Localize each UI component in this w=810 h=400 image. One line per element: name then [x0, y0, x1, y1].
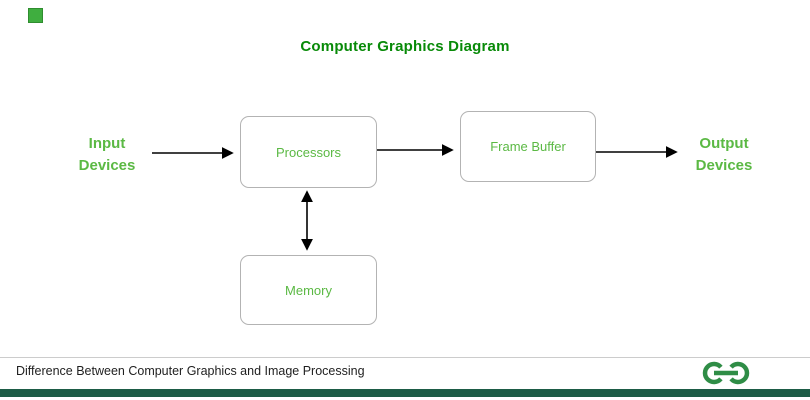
geeksforgeeks-logo-icon: [702, 361, 750, 385]
node-processors-box: Processors: [240, 116, 377, 188]
footer-green-bar: [0, 389, 810, 397]
node-frame-buffer-label: Frame Buffer: [490, 139, 566, 154]
diagram-title: Computer Graphics Diagram: [300, 38, 510, 55]
node-processors-label: Processors: [275, 144, 342, 160]
node-frame-buffer-box: Frame Buffer: [460, 111, 596, 182]
node-memory-label: Memory: [285, 282, 332, 298]
node-output-devices: Output Devices: [695, 135, 753, 174]
footer-divider: [0, 357, 810, 358]
node-memory-box: Memory: [240, 255, 377, 325]
green-square-marker: [28, 8, 43, 23]
footer-caption: Difference Between Computer Graphics and…: [16, 364, 365, 378]
node-input-devices: Input Devices: [78, 135, 136, 174]
